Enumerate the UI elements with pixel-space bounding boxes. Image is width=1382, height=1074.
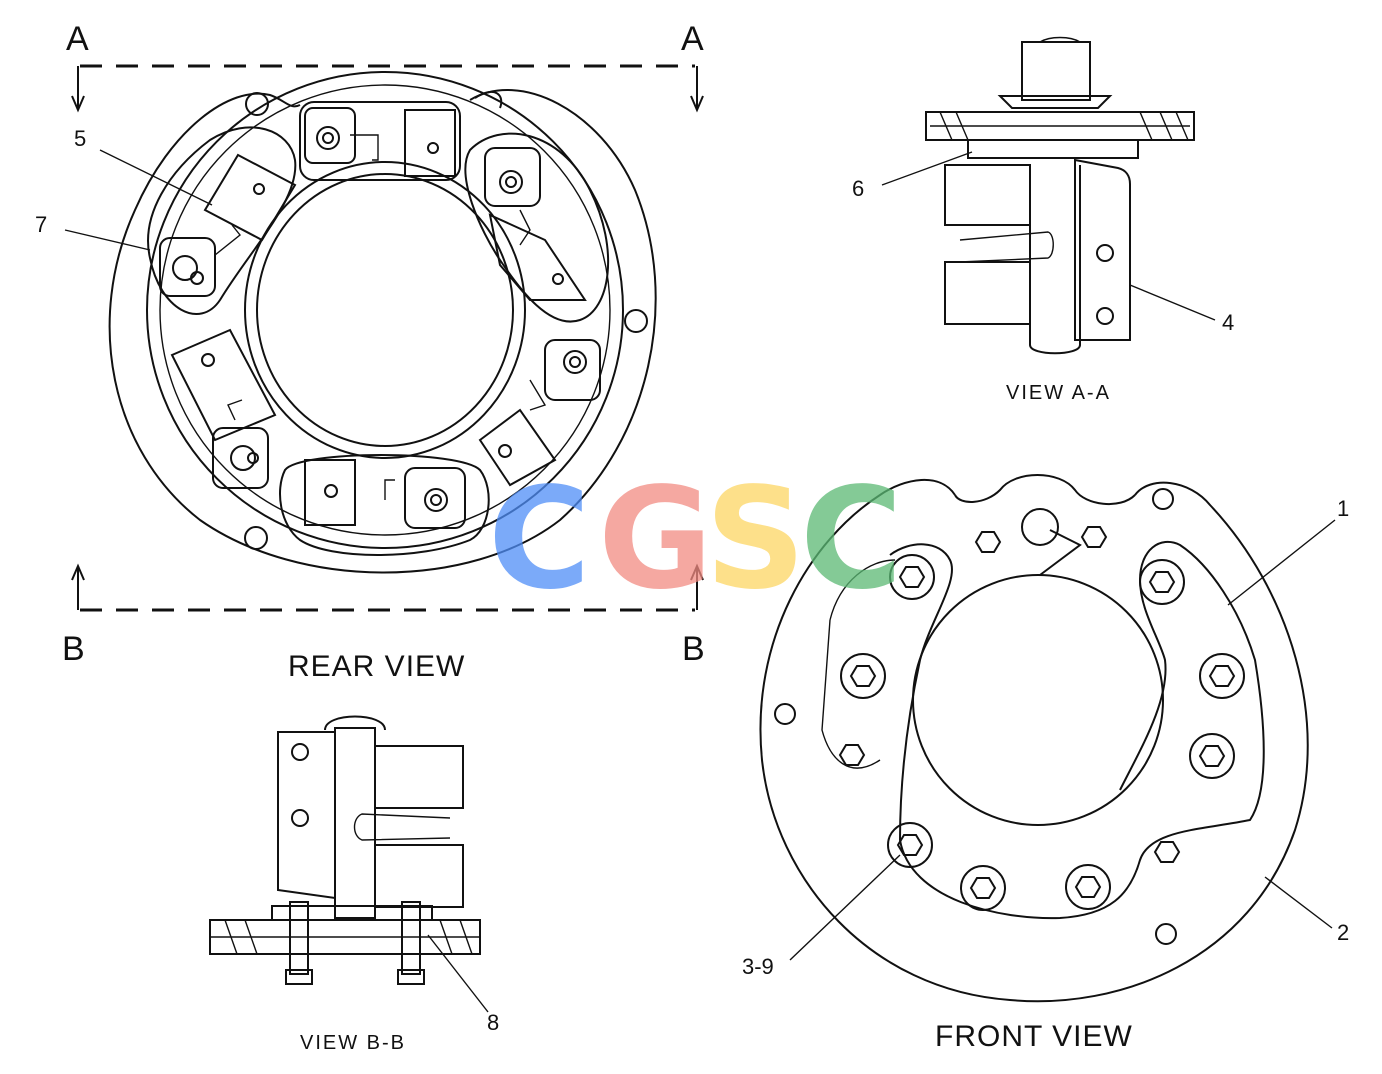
- callout-5: 5: [74, 126, 87, 151]
- aa-washer: [997, 95, 1113, 109]
- rear-brush-holder: [464, 132, 610, 323]
- leader-5: [99, 149, 213, 206]
- rear-brush-holder: [478, 339, 601, 487]
- section-mark-a-right: A: [681, 20, 704, 58]
- aa-holder: [1029, 165, 1081, 355]
- rear-center-bore: [244, 161, 526, 459]
- callout-2: 2: [1337, 920, 1350, 945]
- callout-6: 6: [852, 176, 865, 201]
- leader-4: [1129, 284, 1216, 321]
- rear-mount-hole: [624, 309, 648, 333]
- callout-1: 1: [1337, 496, 1350, 521]
- bb-bolt-left: [289, 901, 309, 975]
- rear-mount-hole: [244, 526, 268, 550]
- leader-8: [427, 934, 489, 1013]
- front-center-pin: [1021, 508, 1059, 546]
- rear-brush-holder: [299, 101, 461, 181]
- aa-brush-lower: [944, 261, 1031, 325]
- front-bolt-heads: [838, 526, 1245, 911]
- watermark-letter-c2: C: [800, 458, 903, 621]
- front-mount-hole: [774, 703, 796, 725]
- section-arrow-a-left: [71, 66, 85, 113]
- section-mark-a-left: A: [66, 20, 89, 58]
- rear-view-drawing: [64, 64, 704, 612]
- section-arrow-a-right: [690, 66, 704, 113]
- front-mount-hole: [1155, 923, 1177, 945]
- section-arrow-b-left: [71, 563, 85, 610]
- bb-brush-upper: [374, 745, 464, 809]
- rear-carrier-ring-inner: [159, 84, 611, 536]
- rear-plate-notch: [474, 91, 503, 109]
- watermark-letter-c1: C: [488, 458, 591, 621]
- rear-brush-holder: [170, 328, 277, 489]
- section-arrow-b-right: [690, 563, 704, 610]
- bb-clip-top: [324, 715, 386, 731]
- callout-7: 7: [35, 212, 48, 237]
- aa-brush-upper: [944, 164, 1031, 226]
- rear-outer-plate: [108, 89, 657, 574]
- rear-carrier-ring: [146, 71, 624, 549]
- rear-brush-holder: [279, 454, 490, 556]
- leader-3-9: [789, 854, 901, 961]
- view-bb-drawing: [209, 715, 489, 1013]
- rear-brush-holder: [147, 126, 297, 315]
- rear-center-bore-inner: [256, 173, 514, 447]
- leader-1: [1227, 519, 1336, 606]
- aa-clip: [1074, 158, 1131, 341]
- front-plate-top: [954, 474, 1136, 506]
- view-aa-title: VIEW A-A: [1006, 382, 1111, 404]
- leader-7: [64, 229, 151, 251]
- section-mark-b-right: B: [682, 630, 705, 668]
- rear-view-title: REAR VIEW: [288, 650, 466, 683]
- bb-brush-lower: [374, 844, 464, 908]
- leader-2: [1264, 876, 1333, 929]
- front-view-title: FRONT VIEW: [935, 1020, 1133, 1053]
- aa-shaft: [1021, 41, 1091, 101]
- view-bb-title: VIEW B-B: [300, 1032, 407, 1054]
- aa-base: [967, 139, 1139, 159]
- rear-mount-hole: [245, 92, 269, 116]
- callout-3-9: 3-9: [742, 954, 774, 979]
- watermark-letter-g: G: [598, 458, 713, 621]
- callout-8: 8: [487, 1010, 500, 1035]
- view-aa-drawing: [881, 36, 1216, 355]
- bb-bolt-right: [401, 901, 421, 975]
- section-mark-b-left: B: [62, 630, 85, 668]
- front-commutator-plate: [889, 540, 1265, 920]
- front-outer-plate: [759, 479, 1309, 1003]
- bb-holder: [334, 727, 376, 919]
- watermark-letter-s: S: [705, 458, 806, 621]
- front-view-drawing: [759, 474, 1336, 1003]
- callout-4: 4: [1222, 310, 1235, 335]
- front-center-bore: [912, 574, 1164, 826]
- leader-6: [881, 151, 973, 186]
- front-mount-hole: [1152, 488, 1174, 510]
